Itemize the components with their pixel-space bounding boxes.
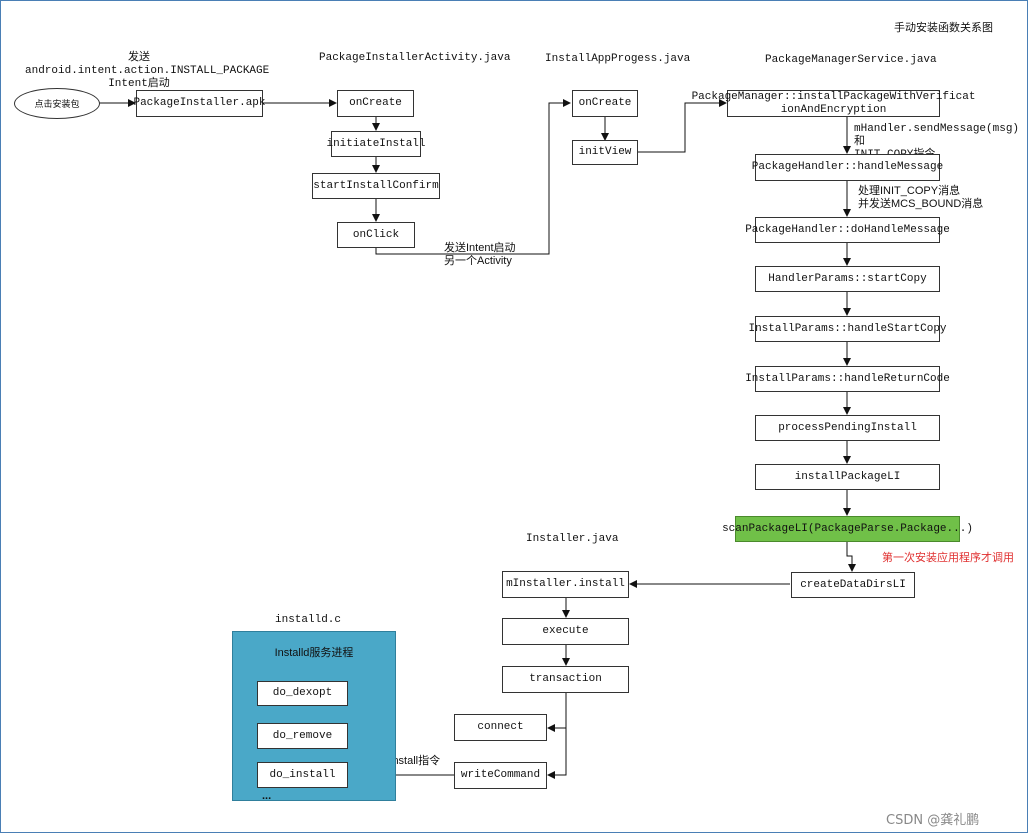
node-install-package-with-verification: PackageManager::installPackageWithVerifi… xyxy=(691,90,976,117)
watermark: CSDN @龚礼鹏 xyxy=(886,813,980,828)
node-create-data-dirs-li: createDataDirsLI xyxy=(791,572,915,598)
node-start-install-confirm: startInstallConfirm xyxy=(312,173,440,199)
installd-item-do-dexopt: do_dexopt xyxy=(257,681,348,706)
node-handle-start-copy: InstallParams::handleStartCopy xyxy=(748,316,947,342)
node-init-view: initView xyxy=(572,140,638,165)
installd-item-do-remove: do_remove xyxy=(257,723,348,749)
node-on-create-2: onCreate xyxy=(572,90,638,117)
file-label-package-installer-activity: PackageInstallerActivity.java xyxy=(319,52,511,64)
node-execute: execute xyxy=(502,618,629,645)
edge-transaction-connect xyxy=(547,692,567,732)
edge-onclick-oncreate2 xyxy=(375,99,571,255)
node-on-click: onClick xyxy=(337,222,415,248)
node-transaction: transaction xyxy=(502,666,629,693)
node-connect: connect xyxy=(454,714,547,741)
node-do-handle-message: PackageHandler::doHandleMessage xyxy=(745,217,950,243)
node-on-create-1: onCreate xyxy=(337,90,414,117)
node-install-package-li: installPackageLI xyxy=(755,464,940,490)
node-handle-return-code: InstallParams::handleReturnCode xyxy=(745,366,950,392)
node-m-installer-install: mInstaller.install xyxy=(502,571,629,598)
file-label-installd: installd.c xyxy=(275,614,342,626)
file-label-install-app-progress: InstallAppProgess.java xyxy=(545,53,691,65)
file-label-installer: Installer.java xyxy=(526,533,619,545)
installd-more: ... xyxy=(262,790,272,802)
installd-item-do-install: do_install xyxy=(257,762,348,788)
edge-initview-pms xyxy=(638,99,727,153)
file-label-package-manager-service: PackageManagerService.java xyxy=(765,54,937,66)
node-scan-package-li: scanPackageLI(PackageParse.Package...) xyxy=(722,516,973,542)
node-handle-message: PackageHandler::handleMessage xyxy=(752,154,943,181)
node-start-copy: HandlerParams::startCopy xyxy=(755,266,940,292)
intent-label: 发送android.intent.action.INSTALL_PACKAGE … xyxy=(25,52,270,90)
node-process-pending-install: processPendingInstall xyxy=(755,415,940,441)
edge-transaction-writecommand xyxy=(547,692,567,779)
diagram-title: 手动安装函数关系图 xyxy=(894,22,993,34)
edge-label-init-copy: 处理INIT_COPY消息 并发送MCS_BOUND消息 xyxy=(858,185,984,210)
start-node: 点击安装包 xyxy=(14,88,100,119)
edge-label-send-intent: 发送Intent启动 另一个Activity xyxy=(444,242,516,267)
edge-scan-createdirs xyxy=(846,541,856,572)
node-initiate-install: initiateInstall xyxy=(326,131,426,157)
installd-panel-title: Installd服务进程 xyxy=(274,647,354,659)
node-write-command: writeCommand xyxy=(454,762,547,789)
node-package-installer-apk: PackageInstaller.apk xyxy=(133,90,266,117)
edge-label-first-install-note: 第一次安装应用程序才调用 xyxy=(882,552,1014,564)
